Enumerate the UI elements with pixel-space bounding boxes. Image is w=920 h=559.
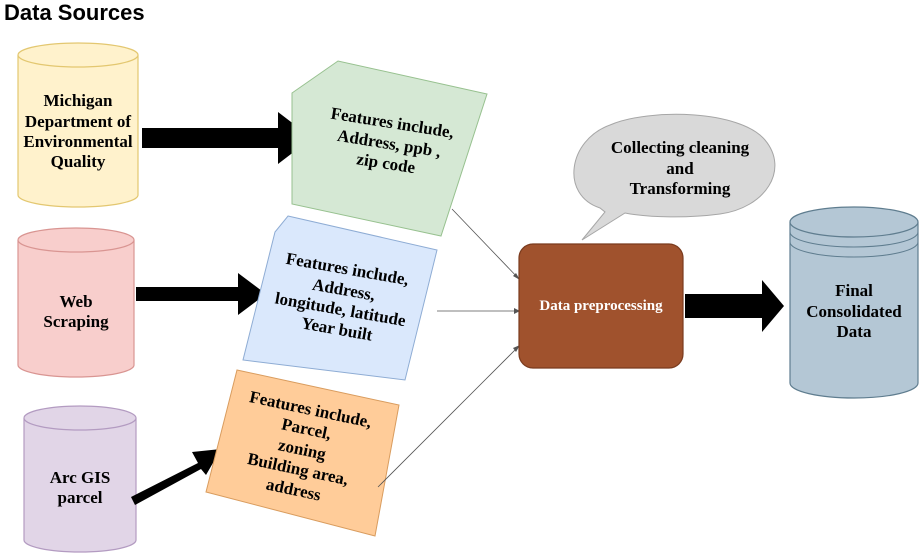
features-box-arcgis bbox=[205, 369, 400, 537]
arrow-arcgis-to-features bbox=[131, 449, 221, 505]
data-preprocessing-box bbox=[518, 243, 684, 369]
features-label-web-lines: Features include,Address,longitude, lati… bbox=[270, 248, 414, 351]
label-line: parcel bbox=[57, 488, 103, 507]
label-line: Final bbox=[835, 281, 873, 301]
label-line: Data bbox=[836, 322, 872, 342]
arrow-process-to-output bbox=[685, 280, 784, 332]
connector-lines bbox=[377, 208, 521, 488]
process-label: Data preprocessing bbox=[539, 298, 663, 314]
label-line: Web bbox=[59, 291, 93, 311]
output-database-cylinder bbox=[789, 206, 919, 399]
arrow-mdeq-to-features bbox=[142, 112, 312, 164]
features-box-mdeq bbox=[291, 60, 488, 237]
label-line: and bbox=[666, 158, 694, 178]
source-cylinder-mdeq bbox=[17, 42, 139, 208]
label-line: Transforming bbox=[629, 179, 731, 199]
source-cylinder-web-scraping bbox=[17, 227, 135, 378]
features-label-mdeq-lines: Features include,Address, ppb ,zip code bbox=[323, 104, 455, 184]
label-line: Department of bbox=[24, 111, 132, 131]
label-line: Scraping bbox=[43, 312, 109, 331]
label-line: Quality bbox=[50, 152, 106, 172]
arrow-web-to-features bbox=[136, 273, 266, 315]
label-line: Collecting cleaning bbox=[610, 138, 750, 158]
source-cylinder-arc-gis bbox=[23, 405, 137, 553]
label-line: Environmental bbox=[23, 132, 133, 151]
page-title: Data Sources bbox=[4, 0, 145, 25]
connector-arrowheads bbox=[513, 273, 520, 352]
label-line: Arc GIS bbox=[49, 467, 111, 487]
speech-bubble-callout bbox=[573, 113, 776, 241]
features-box-web bbox=[242, 215, 438, 381]
label-line: Michigan bbox=[43, 91, 113, 111]
label-line: Consolidated bbox=[806, 301, 902, 321]
